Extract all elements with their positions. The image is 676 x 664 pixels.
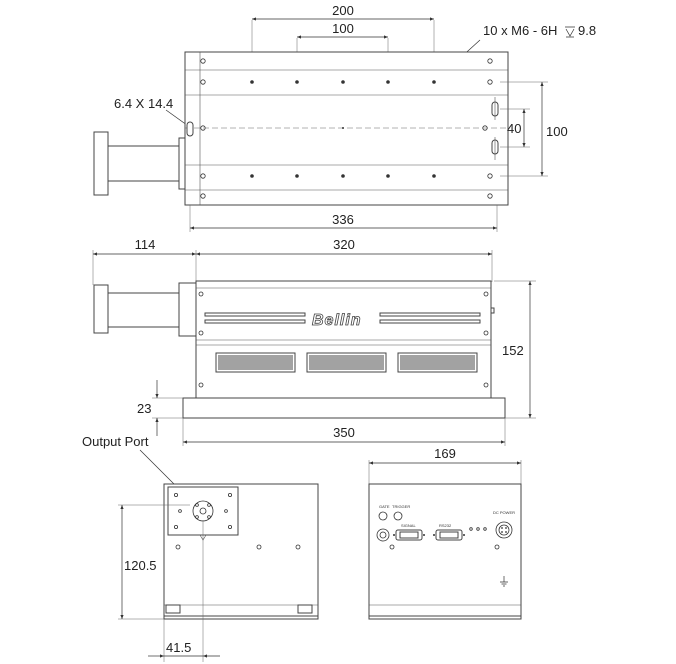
left-view: Output Port 120.5 <box>82 434 319 662</box>
trigger-connector[interactable] <box>393 511 403 521</box>
gate-connector[interactable] <box>378 511 388 521</box>
depth-symbol-icon <box>565 26 575 38</box>
dim-350-label: 350 <box>333 425 355 440</box>
dim-120-5-label: 120.5 <box>124 558 157 573</box>
vent-grills <box>215 352 478 373</box>
indicator-led <box>469 527 473 531</box>
ground-icon <box>500 576 508 587</box>
indicator-led <box>476 527 480 531</box>
dim-23-label: 23 <box>137 401 151 416</box>
gate-label: GATE <box>379 504 390 509</box>
dim-336-label: 336 <box>332 212 354 227</box>
dim-100-side-label: 100 <box>546 124 568 139</box>
thread-note: 10 x M6 - 6H <box>483 23 557 38</box>
top-view: 200 100 10 x M6 - 6H 9.8 6.4 X 14.4 <box>93 3 596 232</box>
dim-169-label: 169 <box>434 446 456 461</box>
rs232-label: RS232 <box>439 523 452 528</box>
dim-200-label: 200 <box>332 3 354 18</box>
dim-40-label: 40 <box>507 121 521 136</box>
output-port-label: Output Port <box>82 434 149 449</box>
dc-power-label: DC POWER <box>493 510 515 515</box>
slot-note: 6.4 X 14.4 <box>114 96 173 111</box>
trigger-label: TRIGGER <box>392 504 410 509</box>
dim-320-label: 320 <box>333 237 355 252</box>
dim-152-label: 152 <box>502 343 524 358</box>
dim-41-5-label: 41.5 <box>166 640 191 655</box>
dim-114-label: 114 <box>135 237 156 252</box>
dc-power-connector[interactable] <box>495 521 513 539</box>
rear-view: 169 GATE TRIGGER SIGNAL RS232 DC POWER <box>368 446 522 620</box>
signal-port[interactable] <box>393 529 425 541</box>
m6-holes <box>250 80 436 178</box>
dim-100-top-label: 100 <box>332 21 354 36</box>
rs232-port[interactable] <box>433 529 465 541</box>
indicator-led <box>483 527 487 531</box>
brand-logo: Bellin <box>312 312 362 329</box>
front-view: 114 320 Bellin <box>92 237 536 446</box>
signal-label: SIGNAL <box>401 523 416 528</box>
thread-depth: 9.8 <box>578 23 596 38</box>
